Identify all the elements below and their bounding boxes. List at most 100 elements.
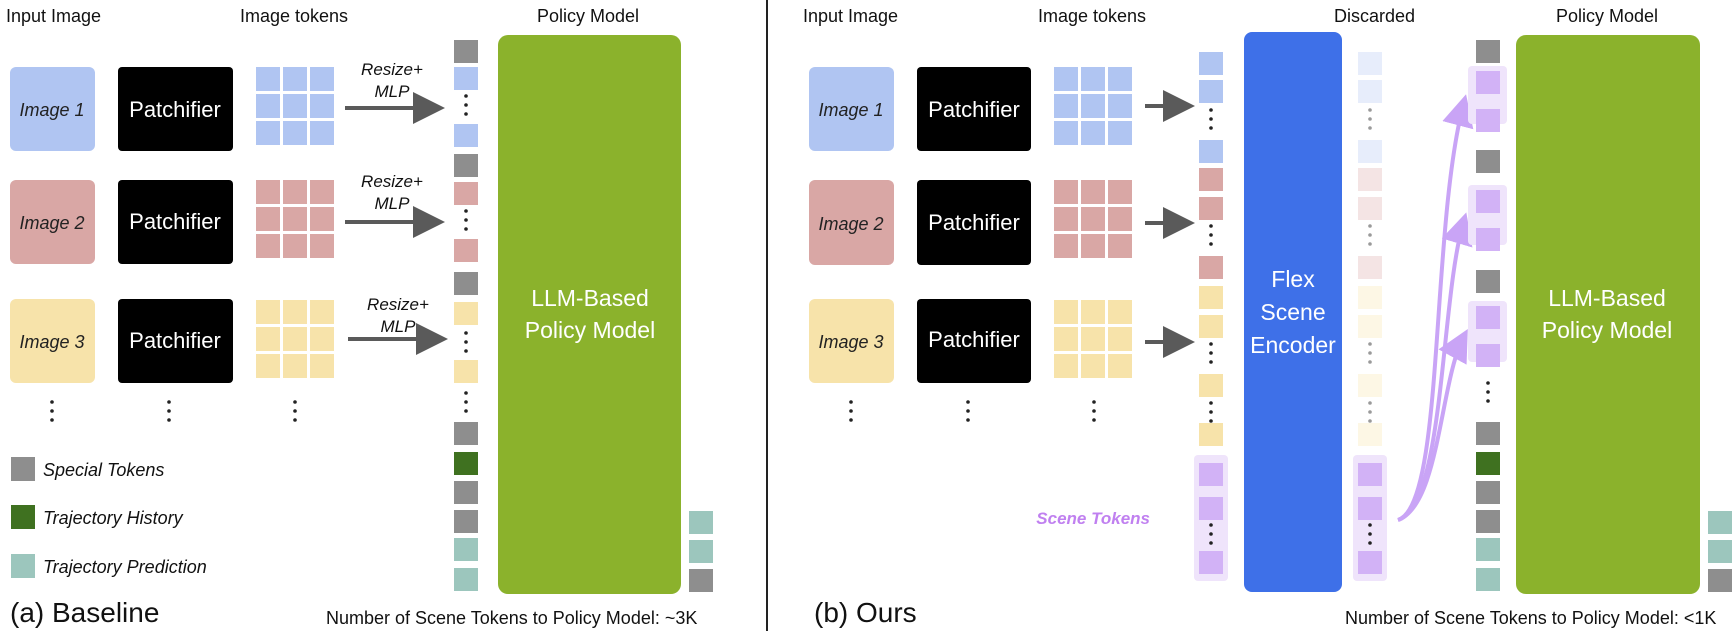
sequence-ellipsis-dot xyxy=(1209,360,1213,364)
input-image-1 xyxy=(10,67,95,151)
policy-input-token xyxy=(1476,306,1500,329)
ours-input-image-2 xyxy=(809,180,894,265)
sequence-token xyxy=(1199,140,1223,163)
token-grid-1-cell xyxy=(1081,121,1105,145)
input-image-2 xyxy=(10,180,95,264)
token-grid-2-cell xyxy=(1081,207,1105,231)
sequence-ellipsis-dot xyxy=(464,209,468,213)
image-token-grids xyxy=(256,67,334,378)
discarded-token-column xyxy=(1353,52,1387,581)
sequence-token xyxy=(454,239,478,262)
ours-input-image-3-label: Image 3 xyxy=(818,332,883,352)
sequence-token xyxy=(454,124,478,147)
sequence-ellipsis-dot xyxy=(1209,351,1213,355)
ours-patchifier-3 xyxy=(917,299,1031,383)
sequence-ellipsis-dot xyxy=(1209,126,1213,130)
sequence-ellipsis-dot xyxy=(464,349,468,353)
ours-patchifier-2 xyxy=(917,180,1031,265)
baseline-policy-line-2: Policy Model xyxy=(525,317,655,343)
discarded-ellipsis-dot xyxy=(1368,233,1372,237)
encoder-line-1: Flex xyxy=(1271,266,1315,292)
sequence-token xyxy=(1199,423,1223,446)
token-grid-2-cell xyxy=(1108,180,1132,204)
output-prediction-token xyxy=(1708,540,1732,563)
sequence-token xyxy=(454,360,478,383)
scene-token xyxy=(1358,497,1382,520)
baseline-ellipses xyxy=(50,400,297,422)
token-grid-1-cell xyxy=(1054,121,1078,145)
policy-input-ellipsis-dot xyxy=(1486,390,1490,394)
policy-input-token xyxy=(1476,538,1500,561)
header-image-tokens: Image tokens xyxy=(240,6,348,26)
discarded-token xyxy=(1358,80,1382,103)
policy-input-token xyxy=(1476,150,1500,173)
ours-policy-model xyxy=(1516,35,1700,594)
scene-ellipsis-dot xyxy=(1368,523,1372,527)
policy-input-ellipsis-dot xyxy=(1486,381,1490,385)
sequence-ellipsis-dot xyxy=(1209,523,1213,527)
token-grid-3-cell xyxy=(310,354,334,378)
ours-patchifier-3-label: Patchifier xyxy=(928,327,1020,352)
discarded-ellipsis-dot xyxy=(1368,419,1372,423)
patchifier-2 xyxy=(118,180,233,264)
input-image-3-label: Image 3 xyxy=(19,332,84,352)
output-prediction-token xyxy=(1708,511,1732,534)
token-grid-2-cell xyxy=(1081,180,1105,204)
sequence-token xyxy=(454,568,478,591)
token-grid-2-cell xyxy=(310,180,334,204)
sequence-ellipsis-dot xyxy=(464,409,468,413)
ours-token-sequence xyxy=(1194,52,1228,581)
sequence-token xyxy=(1199,551,1223,574)
discarded-ellipsis-dot xyxy=(1368,126,1372,130)
encoder-line-2: Scene xyxy=(1260,299,1325,325)
policy-input-token xyxy=(1476,71,1500,94)
token-grid-2-cell xyxy=(1054,207,1078,231)
token-grid-1-cell xyxy=(256,121,280,145)
token-grid-2-cell xyxy=(310,234,334,258)
ours-patchifier-1 xyxy=(917,67,1031,151)
ours-input-image-1-label: Image 1 xyxy=(818,100,883,120)
ours-input-image-1 xyxy=(809,67,894,151)
token-grid-2-cell xyxy=(1081,234,1105,258)
output-prediction-token xyxy=(689,540,713,563)
discarded-token xyxy=(1358,140,1382,163)
sequence-token xyxy=(1199,463,1223,486)
patchifier-1 xyxy=(118,67,233,151)
token-grid-1-cell xyxy=(256,67,280,91)
ours-ellipses xyxy=(849,400,1096,422)
token-grid-3-cell xyxy=(310,327,334,351)
sequence-token xyxy=(1199,315,1223,338)
flex-scene-encoder xyxy=(1244,32,1342,592)
sequence-token xyxy=(454,302,478,325)
discarded-ellipsis-dot xyxy=(1368,351,1372,355)
sequence-token xyxy=(1199,497,1223,520)
token-grid-2-cell xyxy=(256,180,280,204)
token-grid-1-cell xyxy=(283,94,307,118)
legend-special-swatch xyxy=(11,457,35,481)
sequence-token xyxy=(1199,374,1223,397)
ours-policy-input-column xyxy=(1468,40,1507,591)
scene-ellipsis-dot xyxy=(1368,532,1372,536)
sequence-token xyxy=(454,67,478,90)
token-grid-2-cell xyxy=(256,234,280,258)
sequence-ellipsis-dot xyxy=(464,400,468,404)
sequence-ellipsis-dot xyxy=(464,112,468,116)
token-grid-3-cell xyxy=(1081,300,1105,324)
discarded-ellipsis-dot xyxy=(1368,224,1372,228)
token-grid-3-cell xyxy=(1054,354,1078,378)
sequence-ellipsis-dot xyxy=(1209,410,1213,414)
input-image-3 xyxy=(10,299,95,383)
arrow-1-label-top: Resize+ xyxy=(361,60,423,79)
sequence-ellipsis-dot xyxy=(1209,224,1213,228)
output-prediction-token xyxy=(689,511,713,534)
ours-input-image-2-label: Image 2 xyxy=(818,214,883,234)
scene-ellipsis-dot xyxy=(1368,541,1372,545)
baseline-panel-title: (a) Baseline xyxy=(10,597,159,628)
token-grid-1-cell xyxy=(1081,94,1105,118)
ours-header-policy-model: Policy Model xyxy=(1556,6,1658,26)
sequence-ellipsis-dot xyxy=(1209,419,1213,423)
sequence-ellipsis-dot xyxy=(464,94,468,98)
ours-image-token-grids xyxy=(1054,67,1132,378)
discarded-token xyxy=(1358,423,1382,446)
sequence-ellipsis-dot xyxy=(464,218,468,222)
